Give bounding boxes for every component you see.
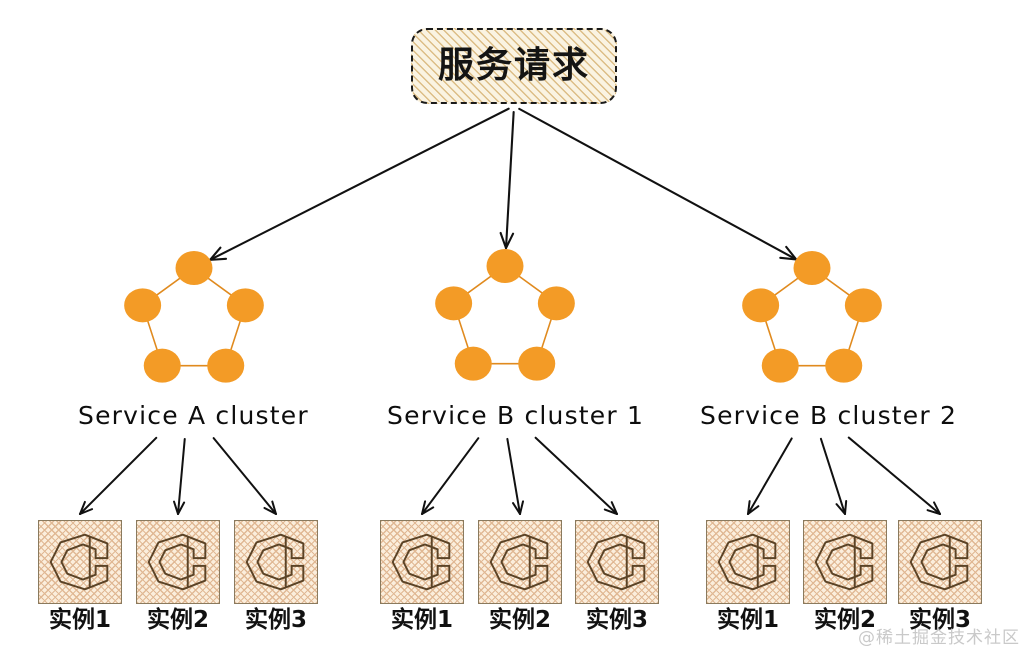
cluster-label-1: Service A cluster (78, 401, 309, 430)
instance-2-cluster-2[interactable]: 实例2 (478, 520, 562, 632)
arrow (209, 107, 510, 261)
container-cube-icon (489, 533, 549, 591)
cube-outer-path (489, 533, 549, 591)
arrow (847, 436, 941, 515)
cluster-node[interactable] (454, 346, 492, 381)
cluster-node[interactable] (226, 288, 264, 323)
instance-label: 实例1 (48, 607, 111, 633)
container-cube-icon (49, 533, 109, 591)
arrow (499, 110, 515, 250)
arrow (79, 436, 158, 515)
instance-3-cluster-1[interactable]: 实例3 (234, 520, 318, 632)
cluster-node[interactable] (518, 346, 556, 381)
arrow (421, 437, 480, 515)
cluster-node[interactable] (175, 251, 213, 285)
instance-box[interactable] (234, 520, 318, 604)
instance-box[interactable] (575, 520, 659, 604)
container-cube-icon (245, 533, 305, 591)
cube-outer-path (909, 533, 969, 591)
arrow (506, 437, 525, 515)
container-cube-icon (909, 533, 969, 591)
instance-label: 实例2 (146, 607, 209, 633)
pentagon-cluster-2[interactable] (435, 249, 575, 381)
container-cube-icon (717, 533, 777, 591)
cube-outer-path (391, 533, 451, 591)
arrow (747, 437, 793, 515)
instance-label: 实例3 (585, 607, 648, 633)
instance-label: 实例3 (908, 607, 971, 633)
cluster-node[interactable] (793, 251, 831, 285)
instance-box[interactable] (478, 520, 562, 604)
container-cube-icon (391, 533, 451, 591)
instance-box[interactable] (38, 520, 122, 604)
arrow (819, 437, 848, 515)
instance-label: 实例2 (488, 607, 551, 633)
cube-outer-path (49, 533, 109, 591)
service-request-box[interactable]: 服务请求 (411, 28, 617, 104)
instance-label: 实例1 (390, 607, 453, 633)
pentagon-cluster-1[interactable] (124, 251, 264, 383)
instance-label: 实例3 (244, 607, 307, 633)
instance-2-cluster-1[interactable]: 实例2 (136, 520, 220, 632)
container-cube-icon (586, 533, 646, 591)
instance-3-cluster-2[interactable]: 实例3 (575, 520, 659, 632)
pentagon-cluster-3[interactable] (742, 251, 882, 383)
service-request-label: 服务请求 (437, 45, 590, 86)
instance-2-cluster-3[interactable]: 实例2 (803, 520, 887, 632)
instance-3-cluster-3[interactable]: 实例3 (898, 520, 982, 632)
container-cube-icon (147, 533, 207, 591)
cube-outer-path (147, 533, 207, 591)
arrow (212, 437, 277, 515)
cube-outer-path (717, 533, 777, 591)
cluster-node[interactable] (435, 286, 473, 321)
arrow (534, 436, 618, 515)
cluster-label-3: Service B cluster 2 (700, 401, 958, 430)
instance-label: 实例1 (716, 607, 779, 633)
cluster-node[interactable] (761, 348, 799, 383)
instance-1-cluster-1[interactable]: 实例1 (38, 520, 122, 632)
cluster-node[interactable] (537, 286, 575, 321)
cluster-label-2: Service B cluster 1 (387, 401, 645, 430)
instance-label: 实例2 (813, 607, 876, 633)
cluster-node[interactable] (124, 288, 162, 323)
cluster-node[interactable] (742, 288, 780, 323)
cube-outer-path (814, 533, 874, 591)
cluster-node[interactable] (844, 288, 882, 323)
cluster-node[interactable] (486, 249, 524, 283)
instance-box[interactable] (803, 520, 887, 604)
instance-1-cluster-2[interactable]: 实例1 (380, 520, 464, 632)
instance-box[interactable] (898, 520, 982, 604)
cluster-node[interactable] (207, 348, 245, 383)
container-cube-icon (814, 533, 874, 591)
arrow (173, 437, 186, 515)
arrow (518, 107, 798, 261)
cluster-node[interactable] (143, 348, 181, 383)
instance-1-cluster-3[interactable]: 实例1 (706, 520, 790, 632)
cluster-node[interactable] (825, 348, 863, 383)
instance-box[interactable] (706, 520, 790, 604)
cube-outer-path (245, 533, 305, 591)
instance-box[interactable] (136, 520, 220, 604)
instance-box[interactable] (380, 520, 464, 604)
cube-outer-path (586, 533, 646, 591)
